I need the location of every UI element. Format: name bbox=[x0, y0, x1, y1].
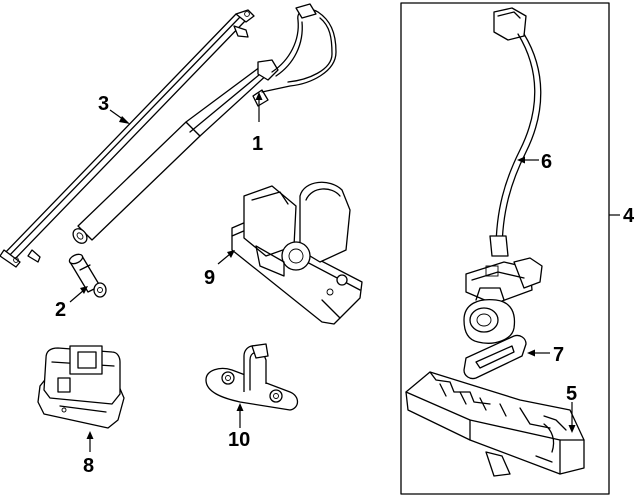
callout-10: 10 bbox=[228, 429, 250, 451]
part-9-latch bbox=[231, 181, 363, 325]
leader-lines bbox=[69, 92, 576, 452]
part-7-gasket bbox=[463, 334, 527, 380]
callout-3: 3 bbox=[98, 93, 109, 115]
part-6-camera-cable bbox=[465, 7, 543, 305]
part-5-camera-housing bbox=[405, 371, 585, 477]
callout-9: 9 bbox=[204, 267, 215, 289]
callout-8: 8 bbox=[83, 455, 94, 477]
part-1-gas-strut bbox=[72, 3, 337, 244]
part-2-ball-stud bbox=[68, 253, 107, 298]
part-8-switch bbox=[37, 345, 125, 429]
part-10-striker bbox=[205, 343, 299, 411]
assembly-box-4 bbox=[400, 2, 620, 495]
rear-camera bbox=[463, 287, 516, 344]
callout-5: 5 bbox=[566, 383, 577, 405]
callout-1: 1 bbox=[252, 133, 263, 155]
callout-2: 2 bbox=[55, 299, 66, 321]
callout-4: 4 bbox=[623, 205, 635, 227]
callout-6: 6 bbox=[541, 151, 552, 173]
part-3-support-rod bbox=[0, 9, 255, 268]
callout-7: 7 bbox=[553, 344, 564, 366]
